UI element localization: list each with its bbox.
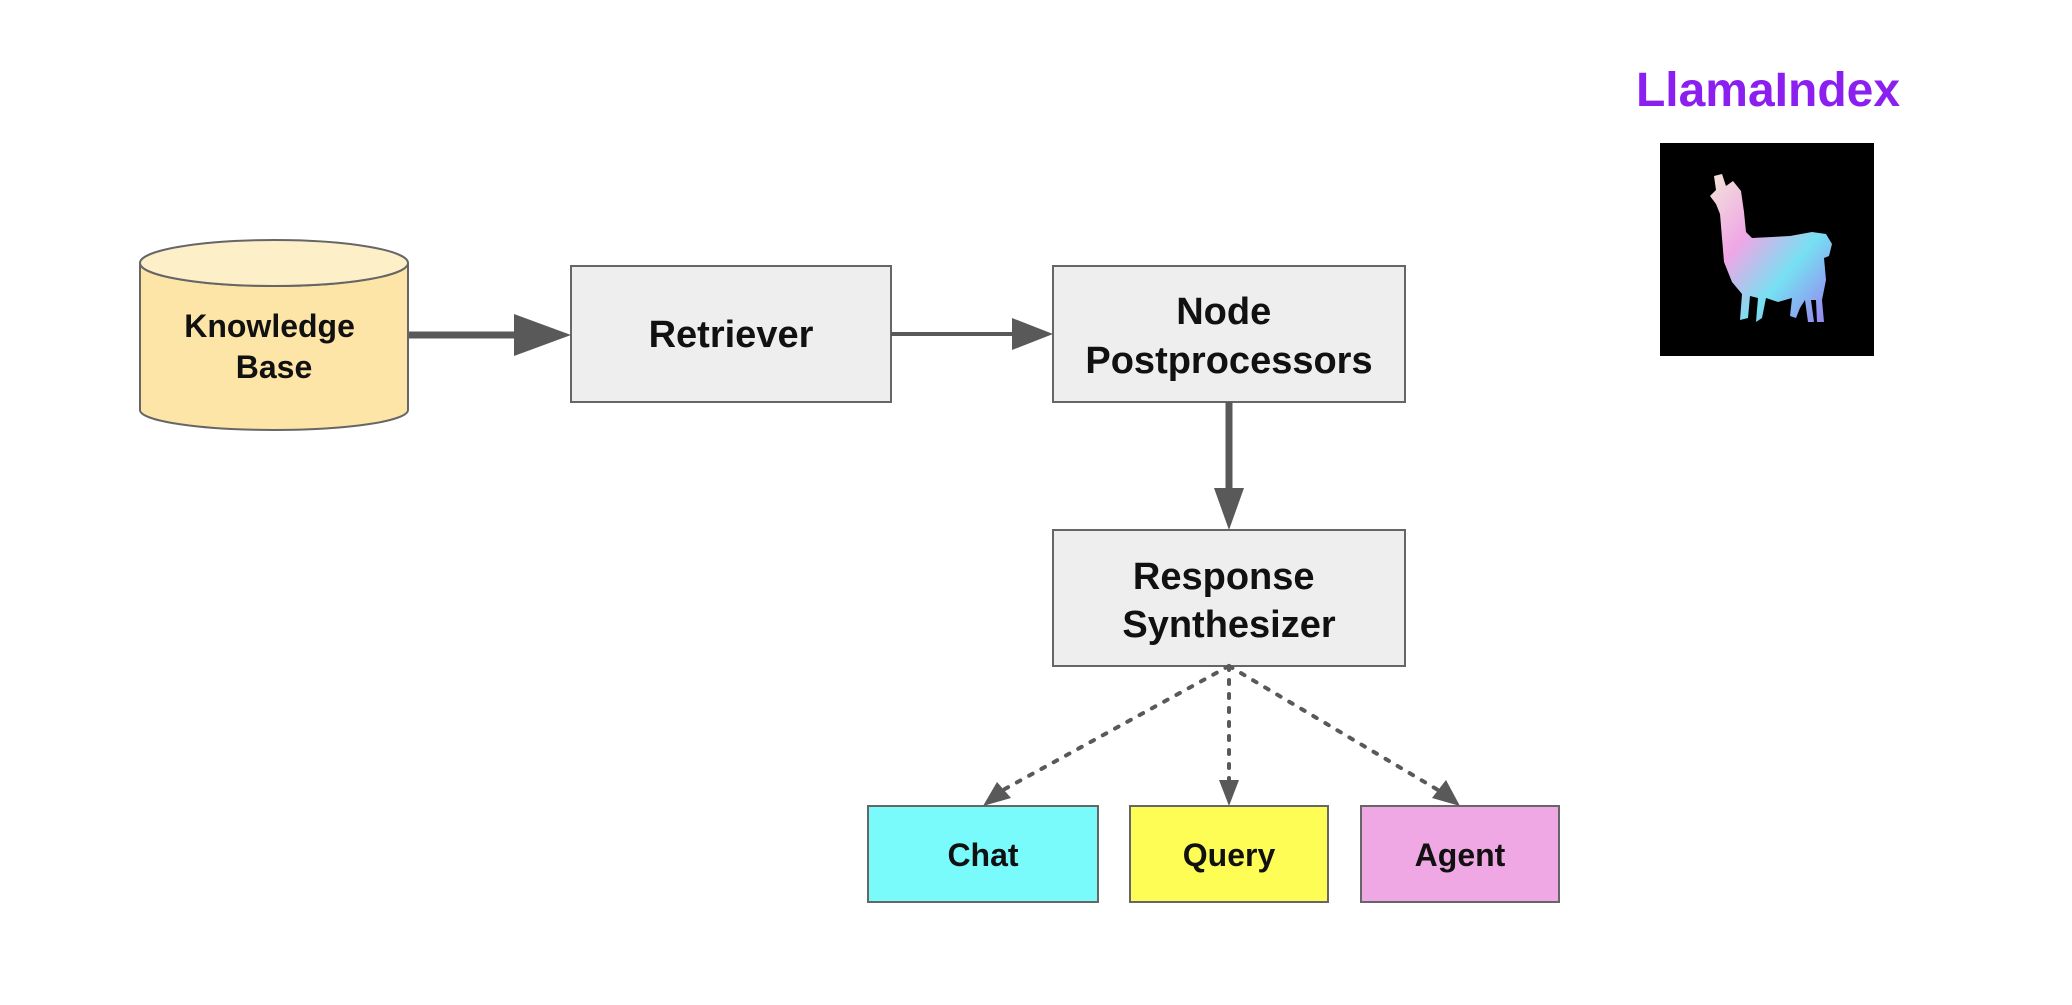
chat-node: Chat bbox=[867, 805, 1099, 903]
response-synthesizer-label: Response Synthesizer bbox=[1122, 556, 1336, 646]
agent-box bbox=[1360, 805, 1560, 903]
node-postprocessors-label-line1: Node bbox=[1176, 291, 1271, 333]
knowledge-base-label-line1: Knowledge bbox=[184, 308, 355, 344]
knowledge-base-label-line2: Base bbox=[236, 349, 313, 385]
llama-icon bbox=[1710, 174, 1832, 322]
response-synthesizer-label-line2: Synthesizer bbox=[1122, 604, 1336, 646]
query-box bbox=[1129, 805, 1329, 903]
edges bbox=[409, 314, 1460, 806]
brand-title: LlamaIndex bbox=[1636, 64, 1900, 117]
query-label: Query bbox=[1183, 837, 1276, 873]
arrowhead-retriever-to-postprocessors bbox=[1012, 318, 1053, 350]
retriever-label: Retriever bbox=[649, 314, 814, 356]
node-postprocessors-label-line2: Postprocessors bbox=[1085, 340, 1372, 382]
knowledge-base-label: Knowledge Base bbox=[184, 308, 364, 385]
edge-synthesizer-to-chat bbox=[1001, 664, 1231, 792]
response-synthesizer-node: Response Synthesizer bbox=[1052, 529, 1406, 667]
knowledge-base-top bbox=[139, 239, 409, 287]
retriever-node: Retriever bbox=[570, 265, 892, 403]
brand-logo bbox=[1660, 143, 1874, 356]
chat-box bbox=[867, 805, 1099, 903]
edge-synthesizer-to-agent bbox=[1227, 664, 1440, 792]
arrowhead-synthesizer-to-query bbox=[1219, 780, 1239, 806]
arrowhead-synthesizer-to-agent bbox=[1432, 780, 1460, 806]
node-postprocessors-label: Node Postprocessors bbox=[1085, 291, 1372, 382]
arrowhead-postprocessors-to-synthesizer bbox=[1214, 488, 1244, 530]
arrowhead-kb-to-retriever bbox=[514, 314, 571, 356]
response-synthesizer-label-line1: Response bbox=[1133, 556, 1315, 598]
query-node: Query bbox=[1129, 805, 1329, 903]
knowledge-base-body bbox=[139, 262, 409, 431]
agent-label: Agent bbox=[1415, 837, 1506, 873]
knowledge-base-node: Knowledge Base bbox=[139, 239, 409, 431]
chat-label: Chat bbox=[947, 837, 1018, 873]
node-postprocessors-box bbox=[1052, 265, 1406, 403]
node-postprocessors-node: Node Postprocessors bbox=[1052, 265, 1406, 403]
arrowhead-synthesizer-to-chat bbox=[983, 782, 1011, 806]
agent-node: Agent bbox=[1360, 805, 1560, 903]
